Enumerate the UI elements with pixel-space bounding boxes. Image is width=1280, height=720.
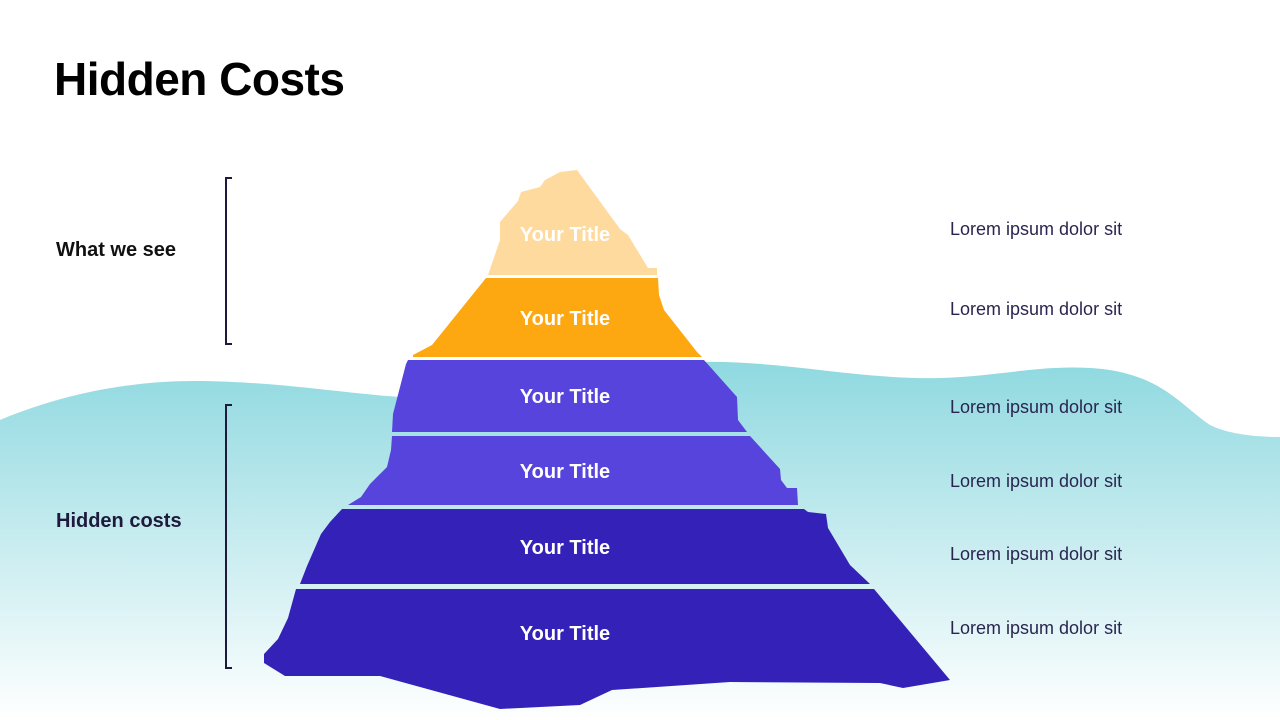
- layer-3-description: Lorem ipsum dolor sit: [950, 397, 1123, 417]
- group-label-hidden: Hidden costs: [56, 510, 182, 532]
- page-title: Hidden Costs: [54, 53, 345, 105]
- layer-3-title: Your Title: [519, 386, 611, 408]
- layer-1-description: Lorem ipsum dolor sit: [950, 219, 1123, 239]
- iceberg-layer-2: [413, 278, 702, 357]
- layer-1-title: Your Title: [519, 224, 611, 246]
- layer-4-title: Your Title: [519, 461, 611, 483]
- layer-2-description: Lorem ipsum dolor sit: [950, 299, 1123, 319]
- layer-5-title: Your Title: [519, 537, 611, 559]
- iceberg-layer-1: [488, 170, 657, 275]
- iceberg-layer-6: [264, 589, 950, 709]
- layer-4-description: Lorem ipsum dolor sit: [950, 471, 1123, 491]
- iceberg-layer-5: [300, 509, 870, 584]
- iceberg-layer-4: [348, 436, 798, 505]
- layer-6-description: Lorem ipsum dolor sit: [950, 618, 1123, 638]
- layer-5-description: Lorem ipsum dolor sit: [950, 544, 1123, 564]
- layer-2-title: Your Title: [519, 308, 611, 330]
- bracket-what-we-see: [225, 177, 232, 345]
- layer-6-title: Your Title: [519, 623, 611, 645]
- group-label-visible: What we see: [56, 239, 177, 261]
- bracket-hidden-costs: [225, 404, 232, 669]
- iceberg-layer-3: [392, 360, 747, 432]
